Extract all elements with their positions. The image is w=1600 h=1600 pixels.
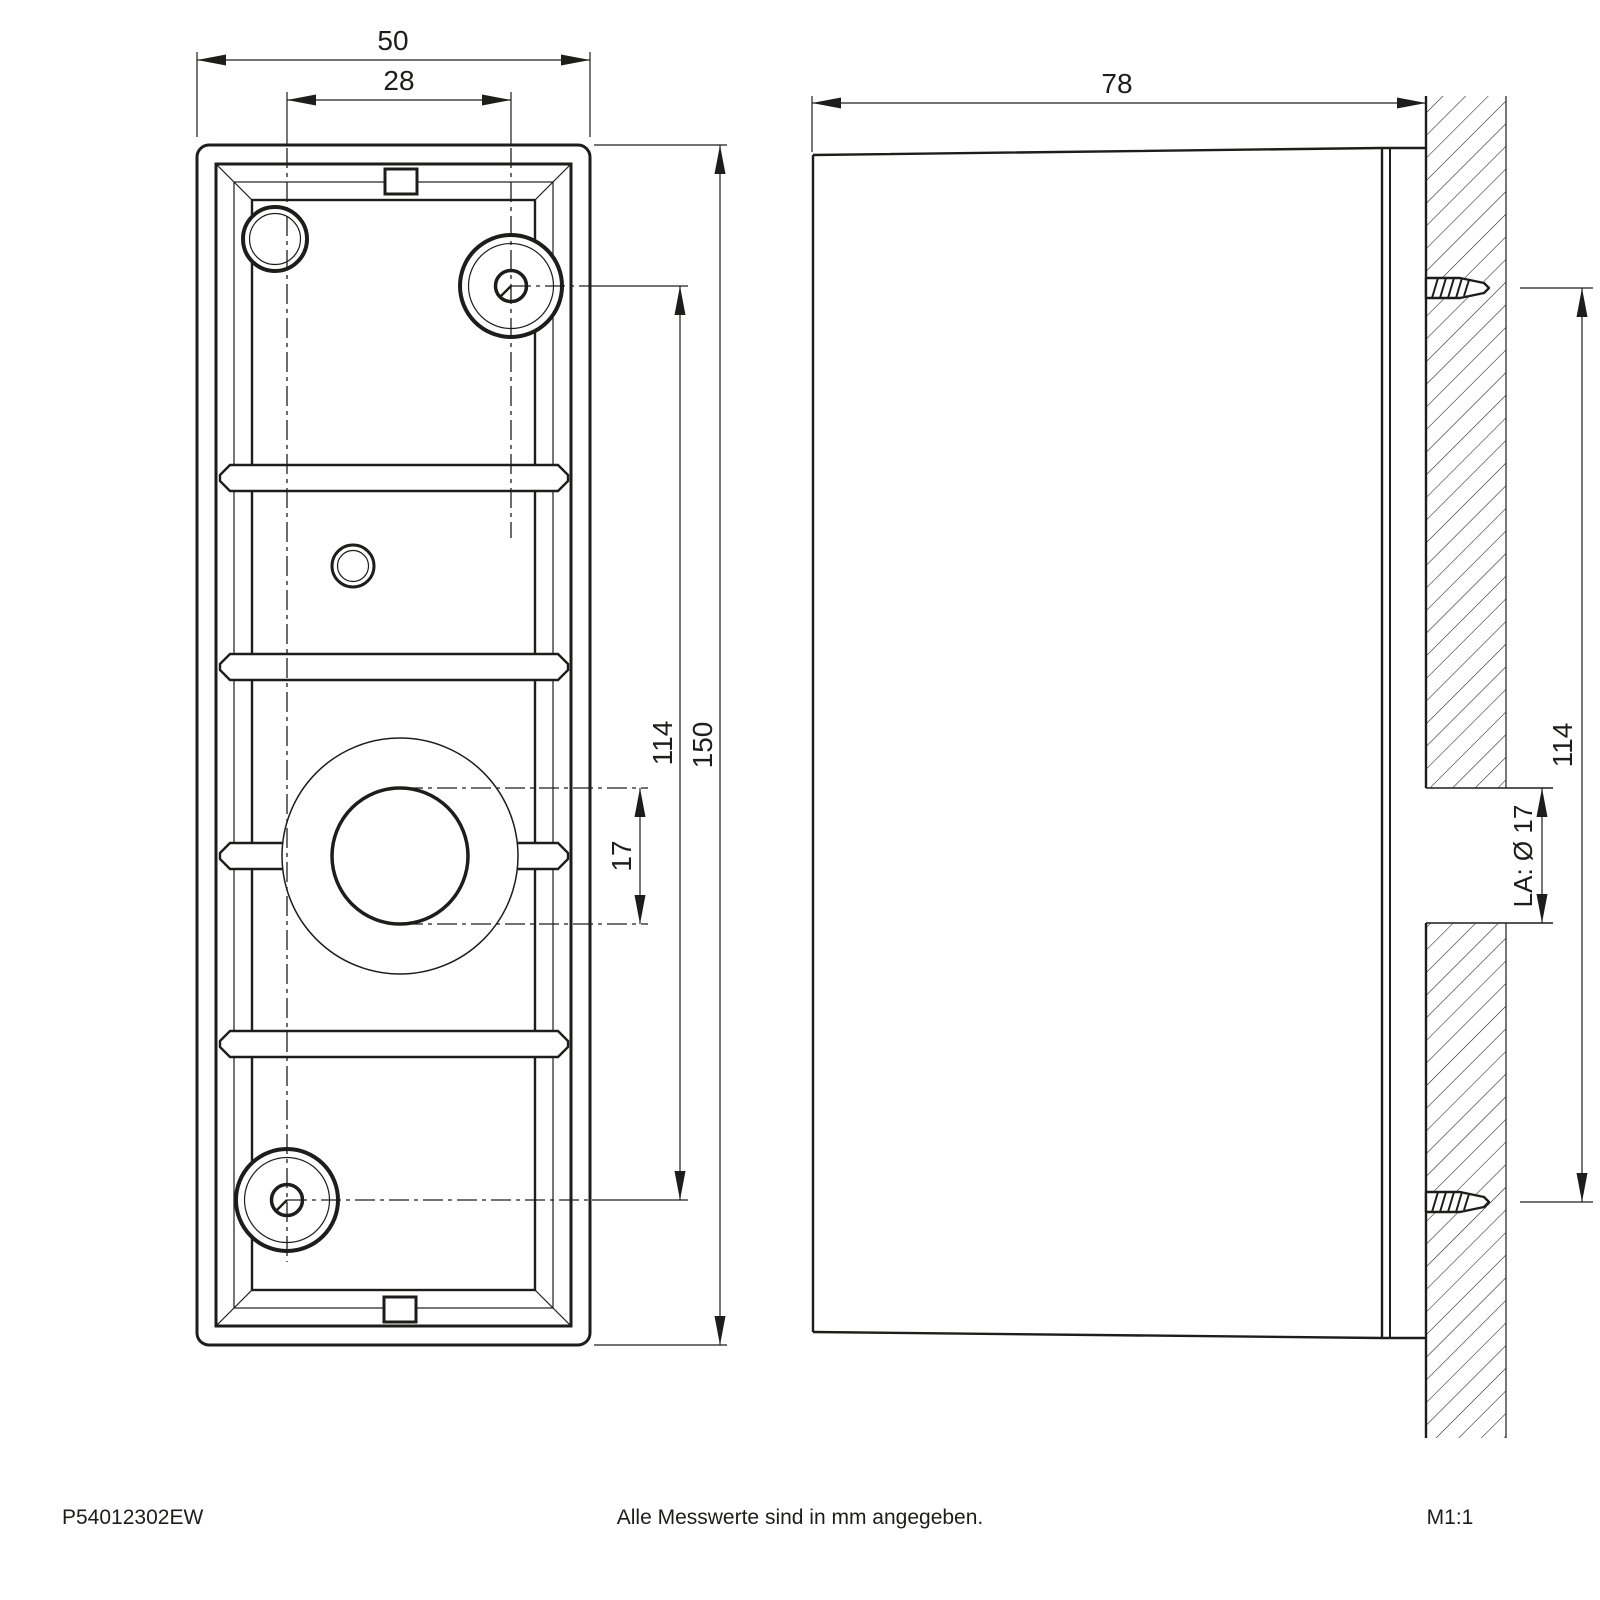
- scale-label: M1:1: [1427, 1506, 1474, 1529]
- dim-cable-outlet: LA: Ø 17: [1508, 788, 1548, 923]
- front-outer-plate: [195, 143, 592, 1347]
- top-notch: [383, 167, 419, 196]
- dim-label-hole-offset: 28: [383, 65, 414, 96]
- screw-top: [1424, 276, 1491, 300]
- screw-bottom: [1424, 1190, 1491, 1214]
- bottom-notch: [382, 1295, 418, 1324]
- dim-label-total-height: 150: [687, 722, 718, 769]
- product-code: P54012302EW: [62, 1506, 203, 1529]
- units-note: Alle Messwerte sind in mm angegeben.: [617, 1506, 984, 1529]
- rib-1: [218, 463, 570, 493]
- front-view: [195, 143, 648, 1347]
- lamp-opening-inner: [330, 786, 470, 926]
- dim-label-outlet-dia: 17: [606, 840, 637, 871]
- rib-4: [218, 1029, 570, 1059]
- dim-outlet-dia: 17: [606, 788, 646, 924]
- dim-total-height: 150: [594, 144, 727, 1346]
- dim-label-total-depth: 78: [1101, 68, 1132, 99]
- wall-hatch: [1424, 96, 1553, 1438]
- dim-label-hole-spacing: 114: [647, 721, 678, 766]
- dim-hole-offset: 28: [286, 65, 512, 146]
- dim-total-depth: 78: [811, 68, 1426, 152]
- centerlines: [286, 148, 648, 1262]
- rib-2: [218, 652, 570, 682]
- front-frame-inner: [250, 198, 537, 1292]
- dim-total-width: 50: [196, 25, 591, 137]
- small-hole: [330, 543, 376, 589]
- dim-label-screw-spacing: 114: [1547, 723, 1578, 768]
- housing-body: [811, 146, 1426, 1340]
- dim-screw-spacing: 114: [1520, 287, 1593, 1203]
- dim-label-cable-outlet: LA: Ø 17: [1508, 805, 1538, 908]
- lamp-opening: [281, 737, 519, 975]
- cable-hole: [241, 205, 309, 273]
- front-dimensions: 50 28 150 114: [196, 25, 727, 1346]
- footer: P54012302EW Alle Messwerte sind in mm an…: [62, 1506, 1473, 1529]
- side-dimensions: 78 114 LA: Ø 17: [811, 68, 1593, 1203]
- side-view: [811, 96, 1553, 1438]
- dim-hole-spacing: 114: [592, 285, 688, 1201]
- dim-label-total-width: 50: [377, 25, 408, 56]
- front-frame-outer: [214, 162, 573, 1328]
